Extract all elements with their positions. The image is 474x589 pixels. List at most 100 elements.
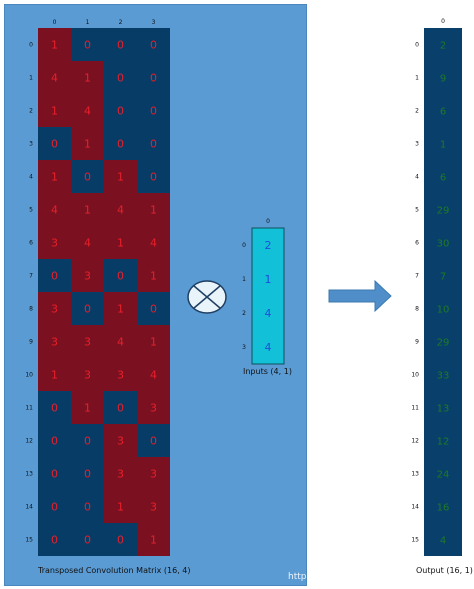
matrix-cell-value: 0 — [117, 270, 124, 283]
matrix-cell — [38, 391, 71, 424]
right-arrow-icon — [328, 279, 392, 313]
output-cell-value: 30 — [437, 239, 450, 250]
matrix-cell-value: 3 — [51, 237, 58, 250]
matrix-row-label: 6 — [29, 240, 33, 247]
matrix-cell-value: 3 — [117, 369, 124, 382]
matrix-cell — [137, 61, 170, 94]
matrix-cell — [104, 358, 137, 391]
matrix-cell-value: 0 — [150, 105, 157, 118]
output-row-label: 10 — [411, 372, 419, 379]
output-cell-value: 29 — [437, 338, 450, 349]
matrix-cell-value: 3 — [150, 501, 157, 514]
matrix-cell — [104, 325, 137, 358]
output-row-label: 5 — [415, 207, 419, 214]
matrix-cell-value: 0 — [84, 303, 91, 316]
matrix-cell — [38, 127, 71, 160]
matrix-cell-value: 3 — [150, 402, 157, 415]
matrix-cell — [71, 94, 104, 127]
matrix-col-label: 0 — [53, 19, 57, 26]
output-row-label: 0 — [415, 42, 419, 49]
inputs-row-label: 1 — [242, 276, 246, 283]
matrix-cell — [38, 292, 71, 325]
matrix-cell — [38, 424, 71, 457]
matrix-cell-value: 3 — [51, 336, 58, 349]
matrix-cell-value: 4 — [51, 72, 58, 85]
matrix-cell — [38, 160, 71, 193]
matrix-cell-value: 0 — [117, 138, 124, 151]
output-row-label: 8 — [415, 306, 419, 313]
watermark-text: https://blog.csdn.net/Zhu — [288, 572, 402, 582]
output-row-label: 1 — [415, 75, 419, 82]
matrix-cell-value: 0 — [84, 468, 91, 481]
output-row-label: 3 — [415, 141, 419, 148]
matrix-cell-value: 0 — [150, 138, 157, 151]
matrix-cell-value: 0 — [51, 270, 58, 283]
inputs-row-label: 0 — [242, 242, 246, 249]
matrix-row-label: 7 — [29, 273, 33, 280]
output-row-label: 11 — [411, 405, 419, 412]
output-row-label: 12 — [411, 438, 419, 445]
matrix-cell — [137, 457, 170, 490]
output-cell-value: 33 — [437, 371, 450, 382]
matrix-row-label: 0 — [29, 42, 33, 49]
matrix-cell-value: 0 — [51, 468, 58, 481]
matrix-row-label: 12 — [25, 438, 33, 445]
output-cell-value: 16 — [437, 503, 450, 514]
matrix-cell-value: 0 — [51, 138, 58, 151]
matrix-cell — [104, 94, 137, 127]
matrix-cell-value: 0 — [117, 105, 124, 118]
matrix-cell-value: 1 — [117, 303, 124, 316]
matrix-cell-value: 1 — [84, 402, 91, 415]
matrix-cell-value: 1 — [150, 204, 157, 217]
matrix-col-label: 2 — [119, 19, 123, 26]
output-cell-value: 1 — [440, 140, 446, 151]
inputs-cell-value: 4 — [265, 341, 272, 354]
matrix-cell-value: 4 — [117, 336, 124, 349]
matrix-cell-value: 1 — [51, 171, 58, 184]
inputs-box — [251, 227, 285, 365]
matrix-cell — [104, 457, 137, 490]
matrix-row-label: 11 — [25, 405, 33, 412]
matrix-cell-value: 1 — [150, 336, 157, 349]
output-cell-value: 9 — [440, 74, 446, 85]
matrix-cell — [71, 358, 104, 391]
matrix-cell-value: 0 — [51, 501, 58, 514]
matrix-cell — [104, 523, 137, 556]
matrix-row-label: 9 — [29, 339, 33, 346]
matrix-cell-value: 3 — [51, 303, 58, 316]
matrix-cell-value: 0 — [51, 402, 58, 415]
matrix-cell — [71, 424, 104, 457]
matrix-cell — [38, 28, 71, 61]
matrix-cell-value: 0 — [150, 72, 157, 85]
matrix-cell-value: 0 — [150, 39, 157, 52]
inputs-caption: Inputs (4, 1) — [243, 367, 292, 376]
matrix-cell — [71, 523, 104, 556]
matrix-cell — [137, 358, 170, 391]
matrix-cell — [71, 193, 104, 226]
matrix-cell — [104, 292, 137, 325]
matrix-cell-value: 0 — [117, 72, 124, 85]
output-caption: Output (16, 1) — [416, 566, 473, 575]
matrix-cell-value: 0 — [150, 303, 157, 316]
matrix-cell — [71, 160, 104, 193]
matrix-cell — [38, 226, 71, 259]
inputs-row-label: 3 — [242, 344, 246, 351]
matrix-cell — [137, 28, 170, 61]
matrix-cell — [38, 61, 71, 94]
matrix-cell-value: 0 — [84, 39, 91, 52]
output-row-label: 7 — [415, 273, 419, 280]
matrix-cell — [104, 424, 137, 457]
matrix-row-label: 13 — [25, 471, 33, 478]
matrix-cell-value: 0 — [117, 39, 124, 52]
matrix-cell — [104, 226, 137, 259]
matrix-cell-value: 1 — [84, 72, 91, 85]
matrix-row-label: 10 — [25, 372, 33, 379]
matrix-cell — [137, 193, 170, 226]
matrix-cell — [137, 94, 170, 127]
output-cell-value: 4 — [440, 536, 446, 547]
matrix-cell — [71, 61, 104, 94]
output-col-label: 0 — [441, 18, 445, 25]
matrix-cell — [137, 292, 170, 325]
